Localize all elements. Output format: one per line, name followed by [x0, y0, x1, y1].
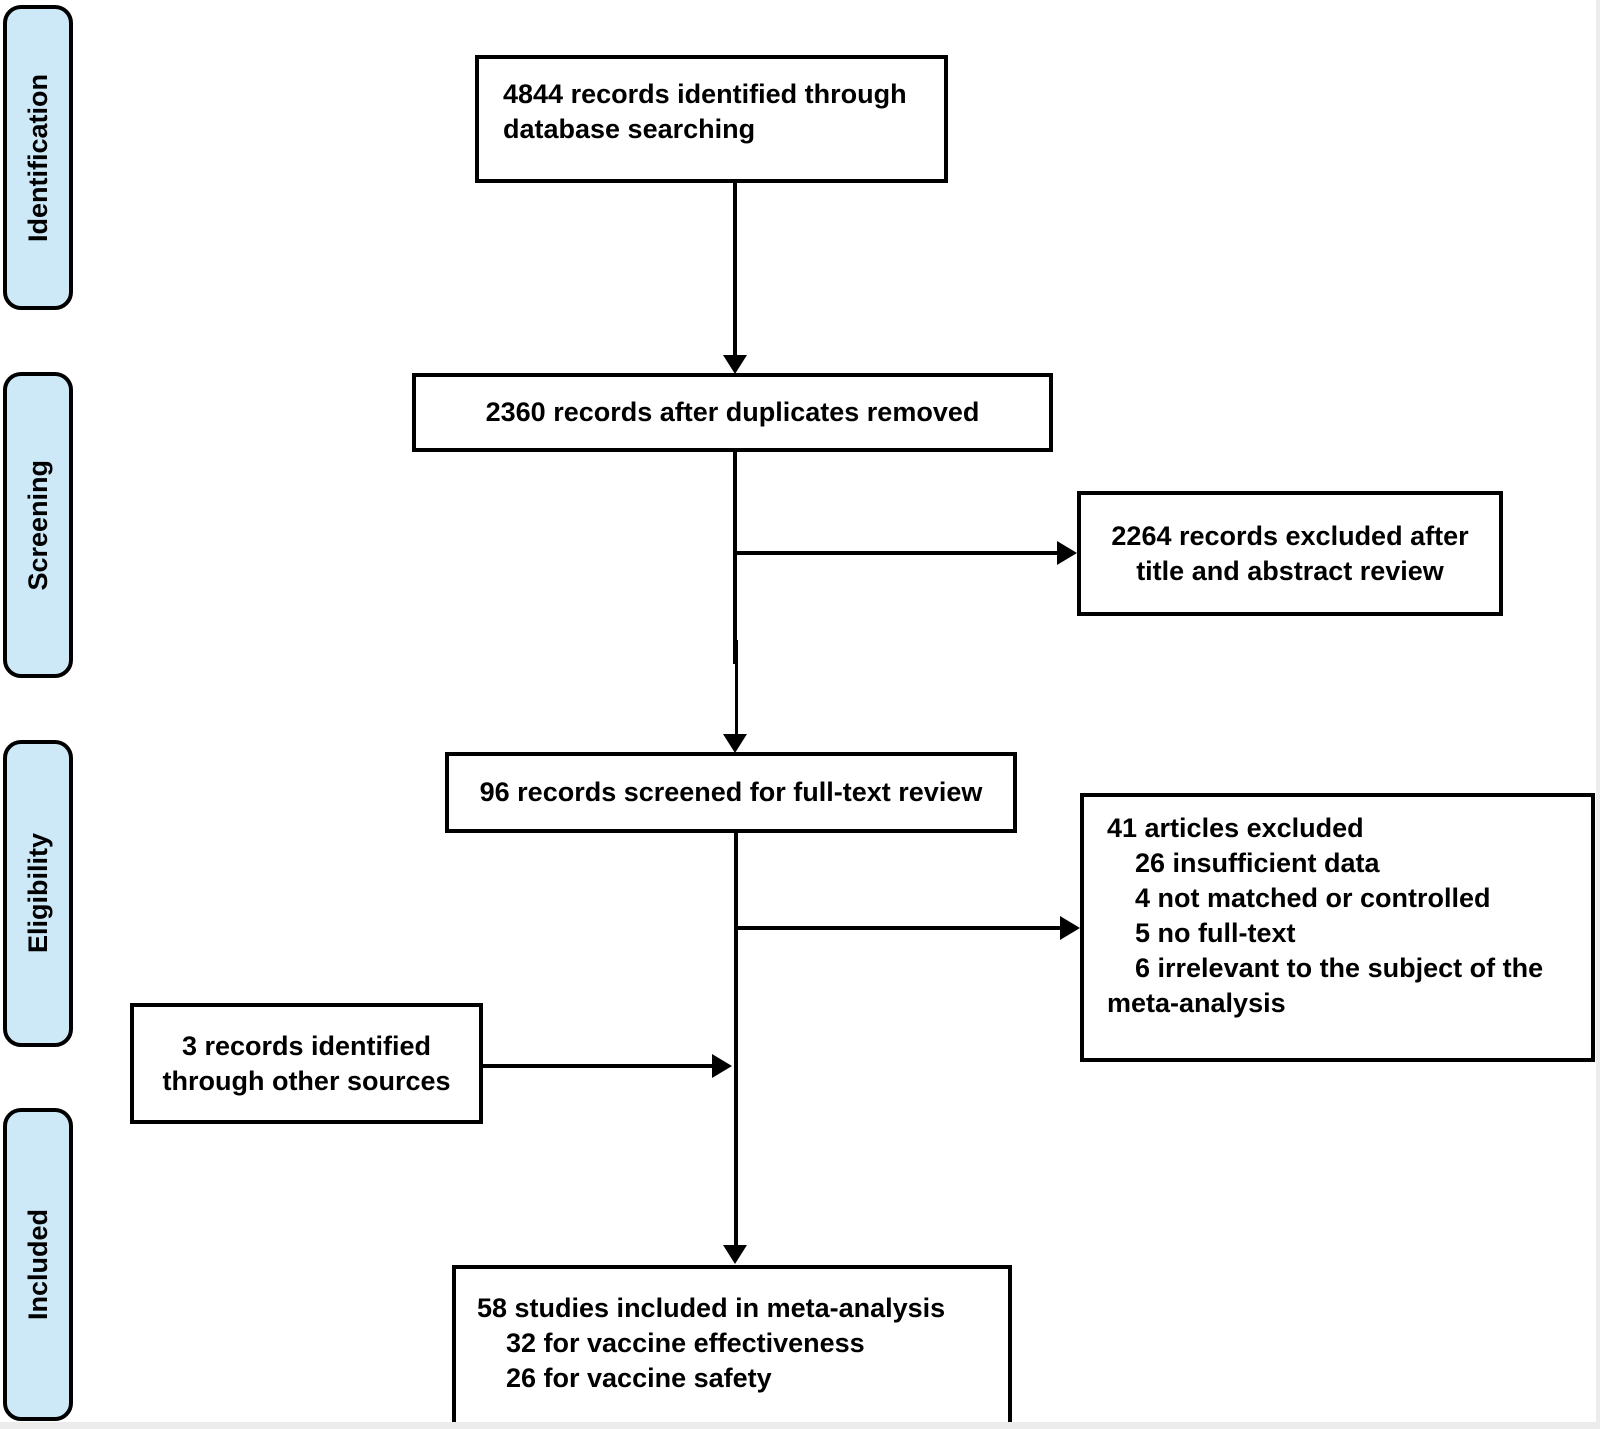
- studies-included-item-2: 26 for vaccine safety: [506, 1363, 772, 1393]
- connector-to-title-abstract-excluded: [736, 551, 1058, 555]
- arrowhead-down-included: [723, 1245, 747, 1264]
- arrowhead-down-duplicates: [723, 355, 747, 374]
- box-full-text-screened: 96 records screened for full-text review: [445, 752, 1017, 833]
- box-title-abstract-excluded-text: 2264 records excluded after title and ab…: [1111, 520, 1469, 586]
- stage-screening: Screening: [3, 372, 73, 678]
- connector-to-articles-excluded: [737, 926, 1060, 930]
- articles-excluded-title: 41 articles excluded: [1107, 813, 1364, 843]
- box-records-identified: 4844 records identified through database…: [475, 55, 948, 183]
- stage-identification: Identification: [3, 5, 73, 310]
- articles-excluded-item-4: 6 irrelevant to the subject of the meta-…: [1107, 953, 1544, 1018]
- stage-screening-label: Screening: [22, 459, 53, 591]
- box-studies-included: 58 studies included in meta-analysis 32 …: [452, 1265, 1012, 1429]
- arrowhead-right-articles-excluded: [1060, 916, 1080, 940]
- box-records-identified-text: 4844 records identified through database…: [503, 79, 907, 144]
- stage-included: Included: [3, 1108, 73, 1421]
- box-after-duplicates-text: 2360 records after duplicates removed: [485, 397, 980, 427]
- articles-excluded-item-3: 5 no full-text: [1135, 918, 1296, 948]
- arrowhead-right-title-abstract: [1057, 541, 1077, 565]
- stage-identification-label: Identification: [22, 73, 53, 242]
- box-title-abstract-excluded: 2264 records excluded after title and ab…: [1077, 491, 1503, 616]
- connector-screened-to-included: [734, 833, 738, 1245]
- bottom-edge-strip: [0, 1422, 1600, 1429]
- box-other-sources: 3 records identified through other sourc…: [130, 1003, 483, 1124]
- articles-excluded-item-1: 26 insufficient data: [1135, 848, 1380, 878]
- connector-duplicates-to-screened-b: [735, 640, 738, 735]
- right-edge-strip: [1596, 0, 1600, 1429]
- arrowhead-down-screened: [723, 734, 747, 753]
- stage-eligibility: Eligibility: [3, 740, 73, 1047]
- box-other-sources-text: 3 records identified through other sourc…: [162, 1030, 451, 1096]
- studies-included-item-1: 32 for vaccine effectiveness: [506, 1328, 865, 1358]
- connector-duplicates-to-screened-a: [733, 452, 737, 664]
- box-after-duplicates: 2360 records after duplicates removed: [412, 373, 1053, 452]
- connector-other-sources: [483, 1064, 712, 1068]
- arrowhead-right-other-sources: [712, 1054, 732, 1078]
- box-articles-excluded: 41 articles excluded 26 insufficient dat…: [1080, 793, 1595, 1062]
- articles-excluded-item-2: 4 not matched or controlled: [1135, 883, 1491, 913]
- studies-included-title: 58 studies included in meta-analysis: [477, 1293, 946, 1323]
- connector-identified-to-duplicates: [733, 183, 737, 355]
- stage-eligibility-label: Eligibility: [22, 833, 53, 954]
- box-full-text-screened-text: 96 records screened for full-text review: [479, 777, 983, 807]
- stage-included-label: Included: [22, 1208, 53, 1320]
